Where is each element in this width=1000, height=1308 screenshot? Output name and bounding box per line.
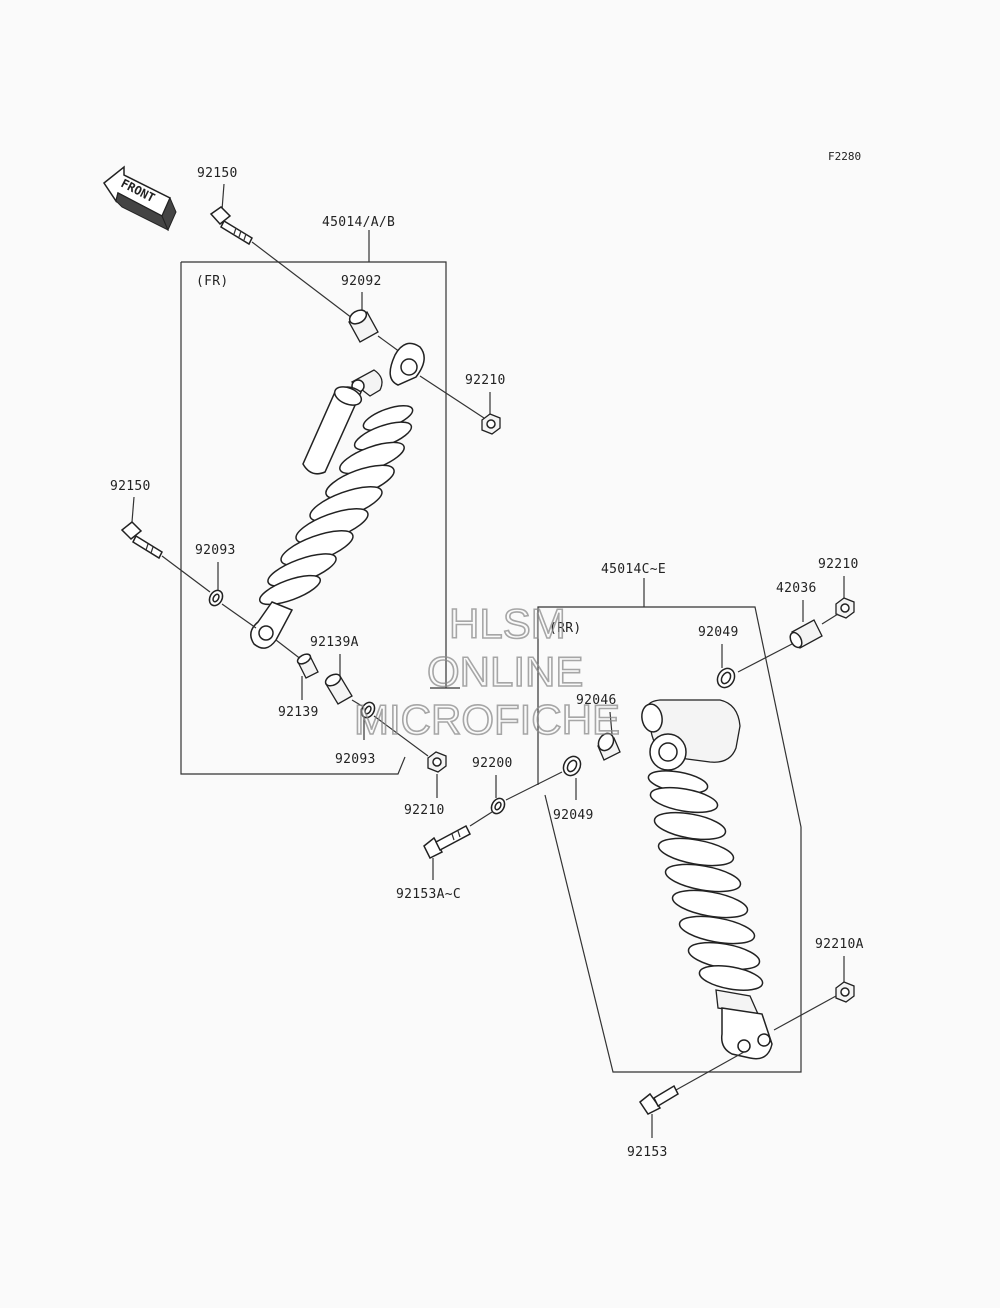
nut-rear-bottom <box>835 981 855 1003</box>
figure-code: F2280 <box>828 150 861 163</box>
washer-rear-mid <box>490 797 506 815</box>
collar-rear-top <box>789 619 823 649</box>
collar-a-front <box>324 673 353 705</box>
callout-42036: 42036 <box>776 581 817 596</box>
callout-92150-bottom: 92150 <box>110 479 151 494</box>
washer-right-front <box>360 701 376 719</box>
callout-92210-bottom-front: 92210 <box>404 803 445 818</box>
nut-bottom-front <box>427 751 447 773</box>
bolt-rear-bottom <box>638 1084 679 1115</box>
rear-group-bracket <box>430 578 802 1073</box>
callout-92046: 92046 <box>576 693 617 708</box>
watermark-line2: ONLINE <box>427 648 583 695</box>
front-shock-absorber <box>250 342 425 649</box>
callout-92139A: 92139A <box>310 635 359 650</box>
rear-shock-part-number: 45014C~E <box>601 562 666 577</box>
callout-92153: 92153 <box>627 1145 668 1160</box>
callout-92150-top: 92150 <box>197 166 238 181</box>
watermark: HLSM ONLINE MICROFICHE <box>353 599 621 744</box>
seal-rear-bottom <box>562 755 582 777</box>
callout-92210-top-front: 92210 <box>465 373 506 388</box>
bolt-bottom-front <box>120 520 163 560</box>
callout-92092: 92092 <box>341 274 382 289</box>
nut-rear-top <box>835 597 855 619</box>
bolt-rear-mid <box>423 824 471 860</box>
callout-92049-bottom: 92049 <box>553 808 594 823</box>
rear-shock-absorber <box>641 699 773 1060</box>
front-arrow-icon: FRONT <box>102 165 177 232</box>
callout-92153A-C: 92153A~C <box>396 887 461 902</box>
callout-92210-rear: 92210 <box>818 557 859 572</box>
collar-top-front <box>348 309 379 343</box>
watermark-line1: HLSM <box>449 600 566 647</box>
callout-92139: 92139 <box>278 705 319 720</box>
front-position-label: (FR) <box>196 274 229 289</box>
bearing-rear <box>597 732 621 761</box>
bolt-top-front <box>209 206 253 246</box>
collar-front <box>296 653 319 679</box>
washer-left-front <box>208 589 224 607</box>
callout-92093-right: 92093 <box>335 752 376 767</box>
callout-92210A: 92210A <box>815 937 864 952</box>
rear-position-label: (RR) <box>549 621 582 636</box>
watermark-line3: MICROFICHE <box>354 696 620 743</box>
nut-top-front <box>481 413 501 435</box>
callout-92200: 92200 <box>472 756 513 771</box>
callout-92093-left: 92093 <box>195 543 236 558</box>
seal-rear-top <box>716 667 736 689</box>
callout-92049-top: 92049 <box>698 625 739 640</box>
front-shock-part-number: 45014/A/B <box>322 215 395 230</box>
front-group-bracket <box>180 230 447 775</box>
